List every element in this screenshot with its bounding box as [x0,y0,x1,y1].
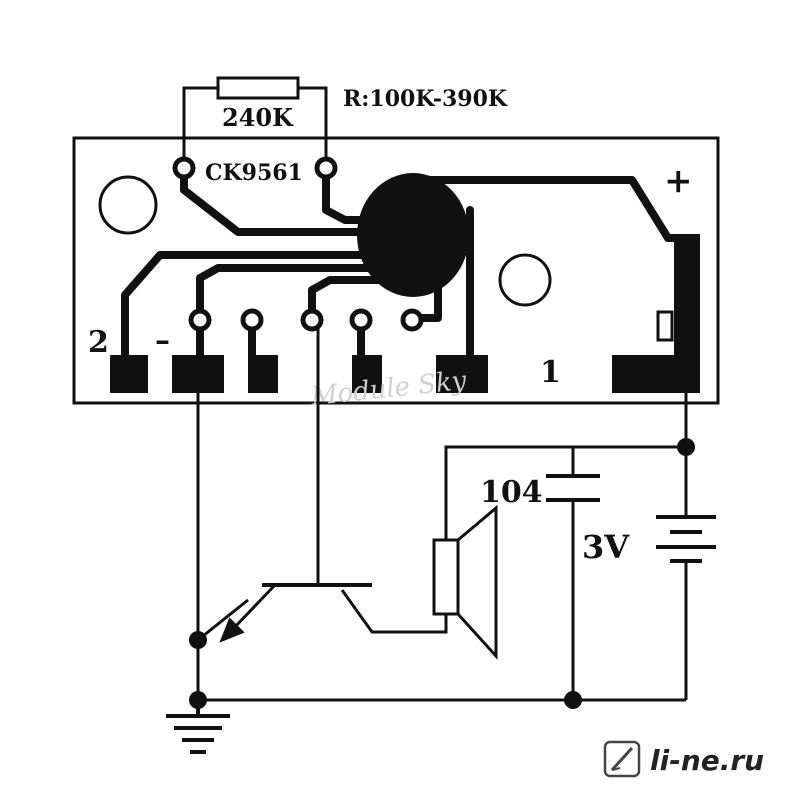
solder-pads [110,355,700,393]
junction-dots [189,438,695,709]
battery-label: 3V [582,528,630,566]
transistor [219,583,372,643]
site-logo [603,740,641,778]
mounting-hole-right [498,253,552,307]
positive-rail-notch [656,310,674,342]
resistor-value-label: 240K [222,103,294,132]
mounting-hole-left [98,175,158,235]
pad-stubs [196,330,365,360]
pin-pads [188,308,424,332]
capacitor-label: 104 [480,475,543,510]
watermark: Module Sky [309,366,468,412]
positive-rail-pad [674,234,700,359]
battery [656,515,716,563]
pin1-label: 1 [540,355,561,390]
pcb-board [72,136,720,405]
pin2-label: 2 [88,325,109,360]
speaker [432,504,498,660]
chip-label: CK9561 [205,160,303,186]
resistor-pads [172,156,338,180]
ground-symbol [166,700,230,754]
resistor-range-label: R:100K-390K [343,86,508,112]
minus-label: – [155,323,170,358]
capacitor [546,474,600,502]
feedback-resistor [182,76,328,165]
pcb-traces [121,166,684,364]
chip-blob [357,173,469,297]
plus-label: + [664,161,693,201]
site-name: li-ne.ru [650,744,764,777]
pencil-icon [603,740,641,778]
